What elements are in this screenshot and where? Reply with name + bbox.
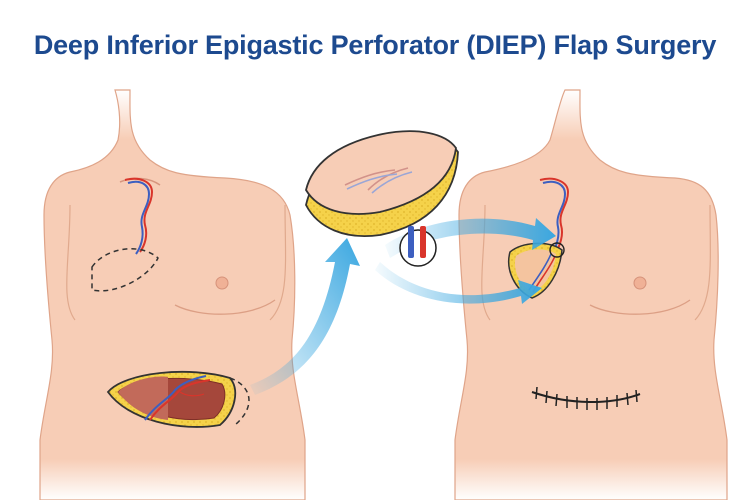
- donor-internal-vein: [127, 180, 151, 255]
- donor-flap-vein: [144, 375, 207, 421]
- recipient-nipple: [633, 276, 647, 290]
- recipient-internal-artery: [539, 177, 570, 256]
- arrow-flap-to-chest-lower: [375, 262, 542, 304]
- excised-flap-artery: [344, 167, 409, 191]
- recipient-abdominal-scar: [531, 386, 641, 410]
- recipient-anastomosis-circle: [549, 242, 565, 258]
- excised-flap-pedicle-vein: [408, 226, 414, 258]
- excised-flap-vein: [346, 171, 413, 194]
- recipient-breast-right: [589, 299, 691, 315]
- donor-torso-body: [39, 89, 306, 500]
- donor-internal-artery: [124, 177, 154, 253]
- donor-nipple: [215, 276, 229, 290]
- diagram-title: Deep Inferior Epigastic Perforator (DIEP…: [33, 30, 717, 60]
- excised-flap-pedicle-artery: [420, 226, 426, 258]
- donor-mastectomy-outline: [91, 248, 159, 292]
- donor-torso: [39, 89, 306, 500]
- recipient-internal-vein: [542, 180, 567, 258]
- excised-flap-pedicle-circle: [399, 229, 437, 267]
- donor-abdominal-flap: [106, 370, 250, 428]
- arrow-flap-to-chest: [385, 218, 556, 258]
- donor-breast-scar: [119, 177, 161, 186]
- donor-breast-right: [174, 299, 276, 315]
- arrow-abdomen-to-flap: [250, 238, 360, 395]
- recipient-torso-body: [454, 89, 728, 500]
- donor-flap-artery: [149, 379, 211, 421]
- donor-chest-line: [66, 204, 287, 321]
- excised-flap: [305, 130, 459, 267]
